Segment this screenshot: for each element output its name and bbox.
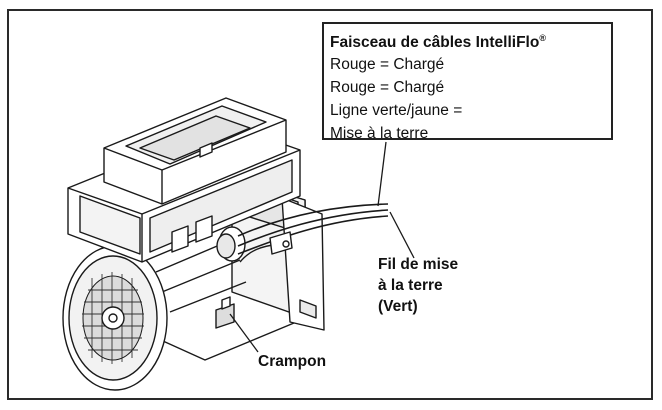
- callout-line: Rouge = Chargé: [330, 56, 445, 73]
- wire-harness-callout: Faisceau de câbles IntelliFlo® Rouge = C…: [322, 22, 613, 142]
- ground-wire-label-line1: Fil de mise: [378, 256, 459, 273]
- callout-title: Faisceau de câbles IntelliFlo®: [330, 28, 611, 53]
- wire-harness: [216, 203, 389, 263]
- mounting-flange: [281, 197, 325, 331]
- ground-stud: [215, 296, 235, 329]
- ground-wire-label-line3: (Vert): [378, 298, 418, 315]
- stud-leader: [229, 313, 259, 353]
- callout-line: Mise à la terre: [330, 125, 429, 142]
- stud-label: Crampon: [258, 353, 327, 370]
- callout-title-text: Faisceau de câbles IntelliFlo: [330, 34, 540, 51]
- callout-line: Ligne verte/jaune =: [330, 102, 463, 119]
- callout-line: Rouge = Chargé: [330, 79, 445, 96]
- ground-wire-leader: [389, 211, 415, 259]
- registered-mark: ®: [539, 33, 546, 43]
- ground-wire-label-line2: à la terre: [378, 277, 443, 294]
- fan-cover: [62, 245, 168, 391]
- callout-leader: [377, 141, 387, 207]
- drive-cover: [103, 97, 287, 205]
